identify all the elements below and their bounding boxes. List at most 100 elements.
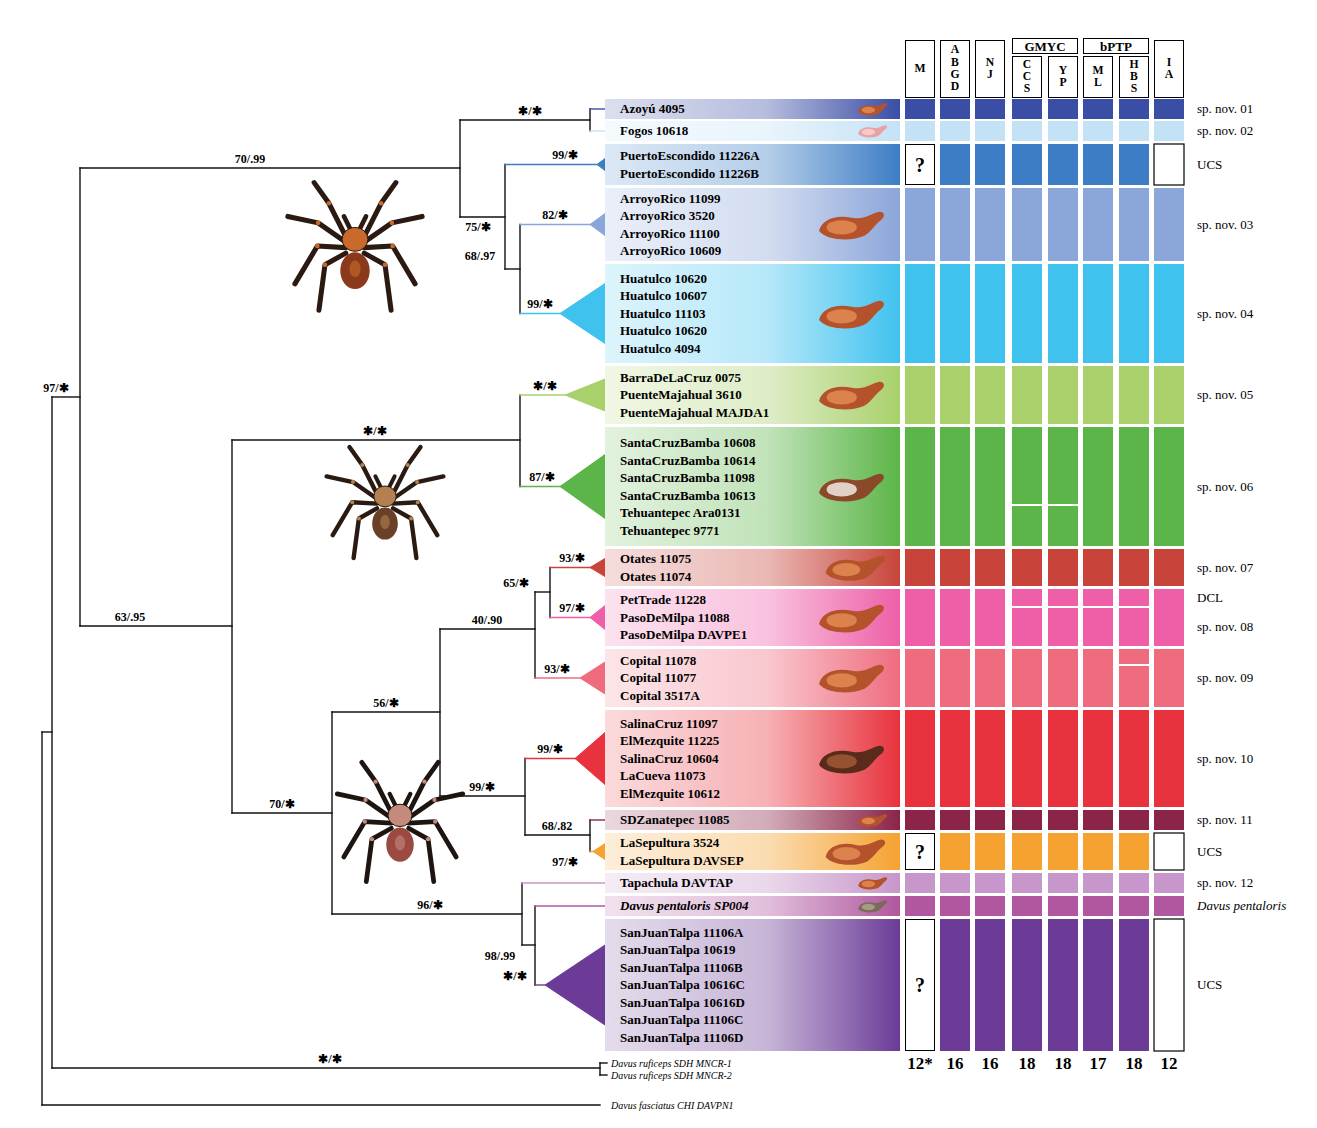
bulb-highlight [862,129,875,135]
clade-band: SanJuanTalpa 11106ASanJuanTalpa 10619San… [605,919,900,1051]
specimen-name: SalinaCruz 10604 [620,750,900,768]
support-value: 93/✱ [544,663,569,675]
matrix-cell [1048,873,1078,893]
species-count: 18 [1019,1055,1036,1073]
matrix-cell [1154,264,1184,363]
tree-branch [522,944,535,945]
tree-branch [42,731,52,732]
matrix-cell [940,710,970,807]
matrix-cell [1154,121,1184,141]
matrix-cell [905,99,935,119]
matrix-cell [1012,873,1042,893]
spider-leg [393,502,437,535]
spider-illustration [288,183,422,311]
clade-band: Tapachula DAVTAP [605,873,900,893]
matrix-cell [940,366,970,424]
clade-band: ArroyoRico 11099ArroyoRico 3520ArroyoRic… [605,188,900,261]
matrix-cell [1154,188,1184,261]
spider-leg [295,246,346,284]
matrix-cell [975,810,1005,830]
delimitation-matrix [905,99,1184,1051]
header-text: HBS [1128,59,1140,96]
tree-branch [42,1104,600,1105]
matrix-cell [975,264,1005,363]
matrix-cell [940,589,970,646]
specimen-name: PuenteMajahual 3610 [620,386,900,404]
matrix-cell [1012,710,1042,807]
matrix-cell [1154,549,1184,586]
matrix-cell [1012,649,1042,707]
palp-bulb-photo [856,123,890,139]
method-header: YP [1048,56,1078,98]
leg-joint [379,201,384,206]
palp-bulb [819,604,884,632]
matrix-cell [1048,427,1078,546]
palp-bulb-photo [856,101,890,117]
matrix-cell [1012,810,1042,830]
species-count: 17 [1090,1055,1107,1073]
outgroup-name: Davus ruficeps SDH MNCR-1 [611,1058,732,1069]
species-label: sp. nov. 02 [1197,124,1253,138]
unknown-box: ? [905,919,935,1051]
tree-branch [80,625,232,626]
matrix-cell [1119,833,1149,870]
matrix-cell [1119,873,1149,893]
specimen-name: Huatulco 10607 [620,287,900,305]
clade-band: SalinaCruz 11097ElMezquite 11225SalinaCr… [605,710,900,807]
clade-band: SDZanatepec 11085 [605,810,900,830]
tree-branch [549,568,550,618]
matrix-cell [905,188,935,261]
matrix-cell [975,919,1005,1051]
specimen-name: SantaCruzBamba 11098 [620,469,900,487]
bulb-highlight [827,482,857,496]
clade-triangle [580,662,605,694]
leg-joint [357,517,361,521]
specimen-name: ElMezquite 11225 [620,732,900,750]
matrix-cell [975,99,1005,119]
support-value: ✱/✱ [318,1053,341,1065]
matrix-cell [1012,919,1042,1051]
tree-branch [331,712,332,914]
clade-band: Copital 11078Copital 11077Copital 3517A [605,649,900,707]
spider-photos [288,183,463,882]
spider-leg [333,502,377,535]
leg-joint [350,500,354,504]
matrix-cell [975,589,1005,646]
matrix-cell [905,427,935,546]
matrix-cell [905,589,935,646]
palp-bulb [819,382,884,410]
specimen-name: Azoyú 4095 [620,100,900,118]
specimen-name: SantaCruzBamba 10614 [620,452,900,470]
matrix-cell [1119,664,1149,666]
matrix-cell [1048,549,1078,586]
support-value: ✱/✱ [533,380,556,392]
matrix-cell [1083,121,1113,141]
support-value: 99/✱ [469,781,494,793]
species-label: sp. nov. 07 [1197,561,1253,575]
matrix-cell [1154,919,1184,1051]
palp-bulb-photo [821,835,890,868]
specimen-name: Davus pentaloris SP004 [620,897,900,915]
matrix-cell [1154,589,1184,646]
matrix-cell [1154,366,1184,424]
specimen-name: Tehuantepec 9771 [620,522,900,540]
clade-band: Otates 11075Otates 11074 [605,549,900,586]
matrix-cell [1083,606,1113,608]
clade-band: PuertoEscondido 11226APuertoEscondido 11… [605,144,900,185]
species-label: sp. nov. 09 [1197,671,1253,685]
matrix-cell [1119,366,1149,424]
support-value: 68/.82 [542,820,572,832]
palp-bulb [819,473,884,501]
palp-bulb [825,839,885,864]
specimen-name: SanJuanTalpa 11106C [620,1011,900,1029]
matrix-cell [975,144,1005,185]
header-text: ML [1092,65,1104,90]
matrix-cell [1083,366,1113,424]
species-label: UCS [1197,845,1222,859]
spider-leg [364,253,391,310]
matrix-cell [975,833,1005,870]
species-count: 16 [947,1055,964,1073]
palp-bulb-photo [821,551,890,584]
method-header: GMYC [1012,38,1078,54]
abdomen-mark [380,515,390,529]
